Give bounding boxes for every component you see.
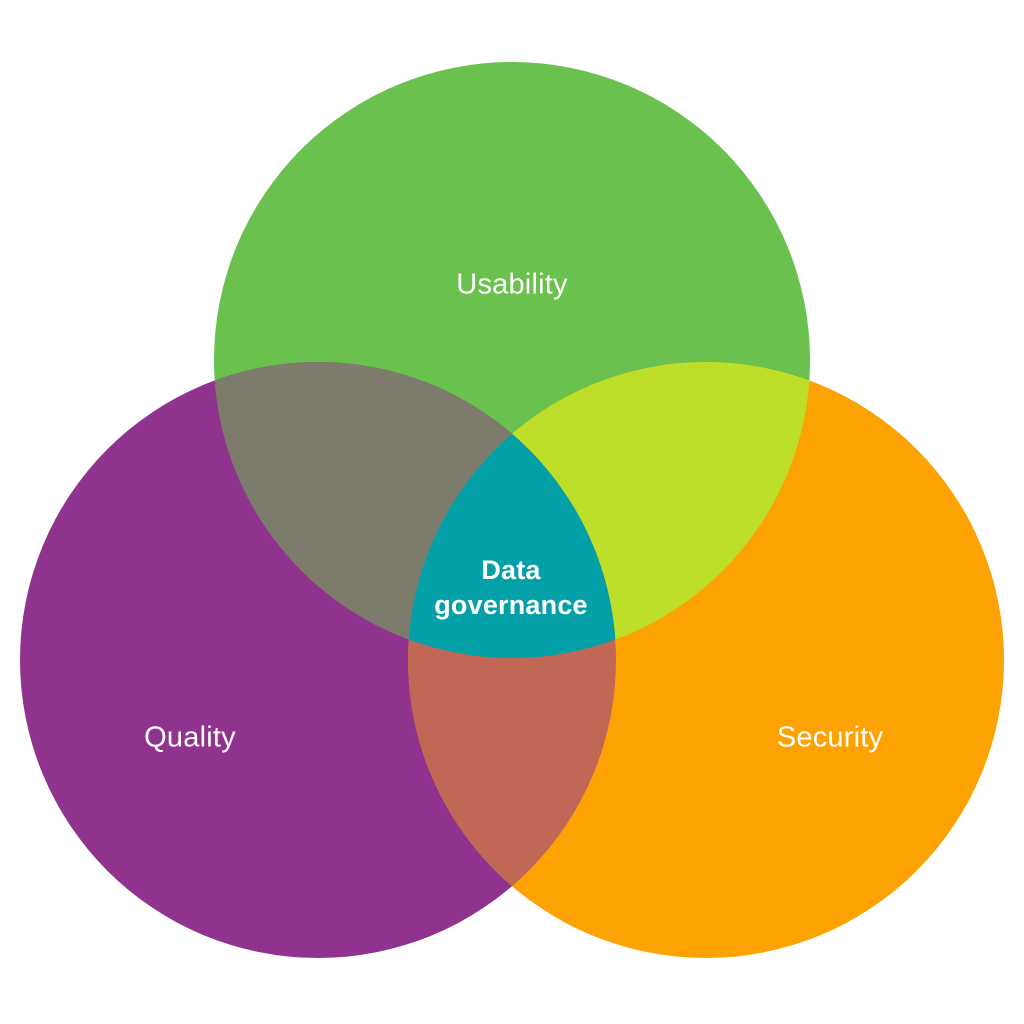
label-security: Security [776,721,884,754]
overlap-center-region [408,362,616,658]
label-data-governance: Data governance [434,555,588,620]
label-quality: Quality [144,721,236,754]
label-usability: Usability [456,268,568,301]
